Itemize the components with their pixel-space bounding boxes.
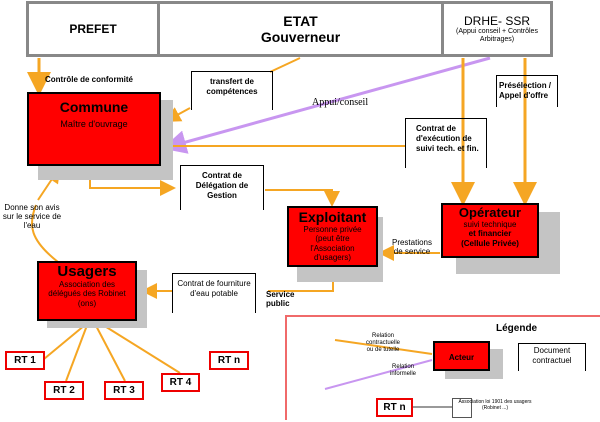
prefet-label: PREFET xyxy=(69,22,117,36)
usagers-actor: Usagers Association des délégués des Rob… xyxy=(37,261,137,321)
rt4-line xyxy=(94,319,181,374)
rt-4: RT 4 xyxy=(161,373,200,392)
operateur-sub2: et financier xyxy=(468,229,512,239)
transfert-document: transfert de compétences xyxy=(191,71,273,110)
service-public-label: Service public xyxy=(266,290,295,309)
delegation-arrow-out xyxy=(265,189,340,207)
usagers-sub: Association des délégués des Robinet (on… xyxy=(48,279,126,308)
appui-conseil-arrow xyxy=(162,56,491,154)
drhe-ssr-sub: (Appui conseil + Contrôles Arbitrages) xyxy=(456,27,538,43)
operateur-sub1: suivi technique xyxy=(463,219,517,229)
legend-actor: Acteur xyxy=(433,341,490,371)
etat-box: ETAT Gouverneur xyxy=(157,1,444,57)
legend-rt-box xyxy=(452,398,472,418)
commune-sub: Maître d'ouvrage xyxy=(60,118,128,129)
exploitant-sub: Personne privée (peut être l'Association… xyxy=(303,224,362,263)
rt-3: RT 3 xyxy=(104,381,144,400)
donne-avis-label: Donne son avis sur le service de l'eau xyxy=(2,203,62,231)
legend-document: Document contractuel xyxy=(518,343,586,371)
exploitant-actor: Exploitant Personne privée (peut être l'… xyxy=(287,206,378,267)
legend-informal-line xyxy=(324,359,433,390)
legend-title: Légende xyxy=(496,323,538,334)
appui-conseil-label: Appui/conseil xyxy=(312,97,369,108)
legend-contract-line xyxy=(334,339,433,355)
avis-arrow xyxy=(30,204,59,263)
controle-label: Contrôle de conformité xyxy=(45,75,134,84)
rt2-line xyxy=(65,319,90,382)
prestations-label: Prestations de service xyxy=(391,238,433,257)
etat-transfert-line xyxy=(269,57,301,73)
legend-contract-label: Relation contractuelle ou de tutelle xyxy=(365,333,401,353)
operateur-actor: Opérateur suivi technique et financier (… xyxy=(441,203,539,258)
legend-rt: RT n xyxy=(376,398,413,417)
usagers-title: Usagers xyxy=(57,263,117,280)
drhe-ssr-box: DRHE- SSR (Appui conseil + Contrôles Arb… xyxy=(441,1,553,57)
legend-rt-desc: Association loi 1901 des usagers (Robine… xyxy=(458,399,532,411)
rt-2: RT 2 xyxy=(44,381,84,400)
rt-n: RT n xyxy=(209,351,249,370)
legend-informal-label: Relation informelle xyxy=(389,364,416,377)
rt-1: RT 1 xyxy=(5,351,45,370)
fourniture-document: Contrat de fourniture d'eau potable xyxy=(172,273,256,313)
commune-actor: Commune Maître d'ouvrage xyxy=(27,92,161,166)
execution-document: Contrat de d'exécution de suivi tech. et… xyxy=(405,118,487,168)
rt3-line xyxy=(92,319,126,382)
operateur-title: Opérateur xyxy=(458,205,522,220)
legend-frame xyxy=(285,315,600,420)
exploitant-title: Exploitant xyxy=(298,209,367,225)
legend-actor-label: Acteur xyxy=(448,353,475,362)
drhe-ssr-label: DRHE- SSR xyxy=(463,13,530,28)
etat-label: ETAT xyxy=(283,13,318,29)
prefet-box: PREFET xyxy=(26,1,160,57)
gouverneur-label: Gouverneur xyxy=(260,29,341,45)
preselection-document: Présélection / Appel d'offre xyxy=(496,75,558,107)
commune-title: Commune xyxy=(59,99,129,115)
delegation-document: Contrat de Délégation de Gestion xyxy=(180,165,264,210)
operateur-sub3: (Cellule Privée) xyxy=(461,238,519,248)
